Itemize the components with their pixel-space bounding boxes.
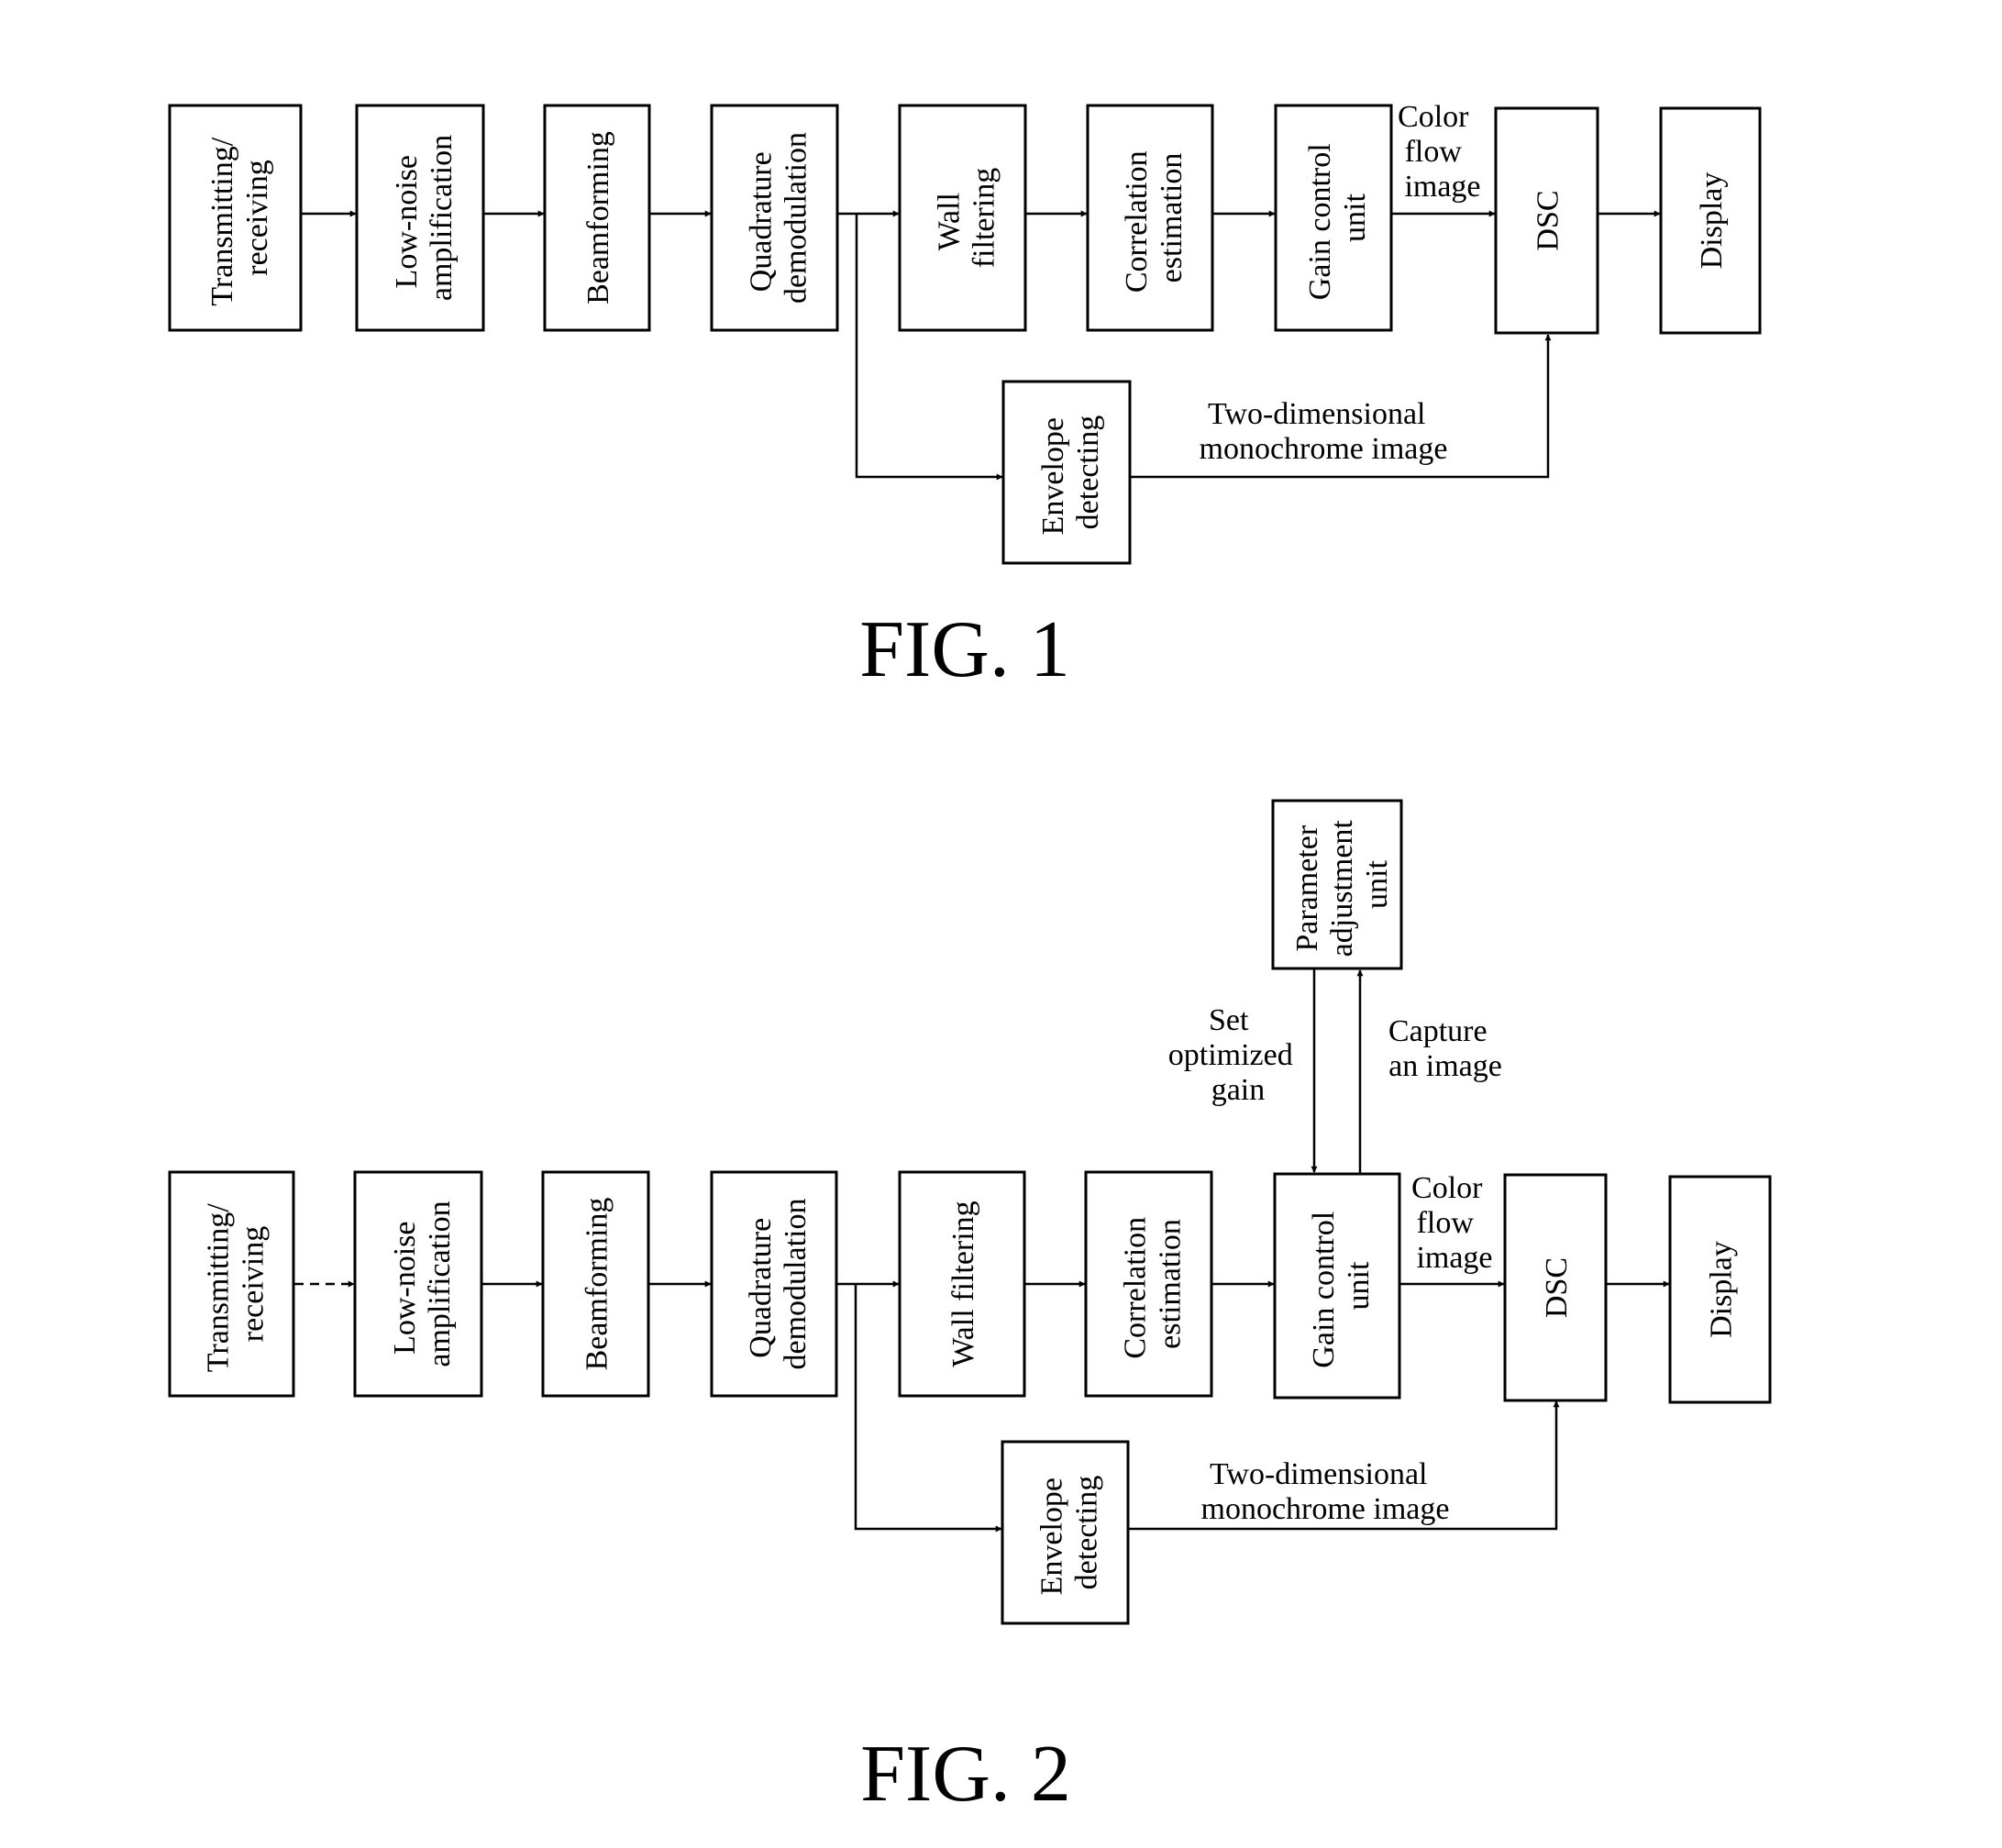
fig1-block-low-noise-amplification: Low-noise amplification [357, 105, 483, 330]
fig2-label-set-optimized-gain: Set optimized gain [1168, 1003, 1300, 1107]
svg-text:Quadrature demodulatio: Quadrature demodulation [744, 1199, 813, 1370]
fig2-block-parameter-adjustment-unit: Parameter adjustment unit [1273, 801, 1401, 968]
fig2-block-gain-control-unit: Gain control unit [1275, 1174, 1399, 1398]
figure-2: Transmitting/ receiving Low-noise amplif… [170, 801, 1770, 1819]
fig1-caption: FIG. 1 [859, 605, 1070, 694]
fig2-block-envelope-detecting: Envelope detecting [1002, 1442, 1128, 1623]
fig2-label-monochrome-image: Two-dimensional monochrome image [1201, 1457, 1450, 1526]
svg-text:Wall filtering: Wall filtering [946, 1201, 980, 1367]
svg-text:Envelope detecting: Envelope detecting [1036, 410, 1105, 536]
svg-text:DSC: DSC [1532, 190, 1565, 250]
svg-text:Quadrature demodulatio: Quadrature demodulation [745, 132, 813, 304]
svg-text:Beamforming: Beamforming [581, 1198, 614, 1371]
svg-text:Low-noise amplificatio: Low-noise amplification [390, 135, 459, 301]
fig1-label-color-flow-image: Color flow image [1398, 100, 1481, 204]
fig2-block-wall-filtering: Wall filtering [900, 1172, 1024, 1396]
svg-text:Low-noise amplificatio: Low-noise amplification [388, 1201, 457, 1367]
fig1-block-dsc: DSC [1496, 108, 1598, 333]
fig2-block-quadrature-demodulation: Quadrature demodulation [712, 1172, 836, 1396]
fig2-block-correlation-estimation: Correlation estimation [1086, 1172, 1211, 1396]
svg-text:Display: Display [1695, 172, 1729, 270]
fig2-caption: FIG. 2 [860, 1730, 1071, 1819]
fig1-block-quadrature-demodulation: Quadrature demodulation [712, 105, 837, 330]
fig1-label-monochrome-image: Two-dimensional monochrome image [1200, 397, 1448, 466]
fig2-block-display: Display [1670, 1177, 1770, 1402]
svg-text:Envelope detecting: Envelope detecting [1035, 1470, 1104, 1596]
svg-text:Correlation estimation: Correlation estimation [1119, 1209, 1188, 1358]
fig1-block-correlation-estimation: Correlation estimation [1088, 105, 1212, 330]
svg-text:Display: Display [1705, 1241, 1739, 1338]
svg-text:Correlation estimation: Correlation estimation [1120, 143, 1189, 293]
fig2-block-beamforming: Beamforming [543, 1172, 648, 1396]
fig2-block-low-noise-amplification: Low-noise amplification [355, 1172, 481, 1396]
svg-text:Beamforming: Beamforming [581, 131, 615, 304]
fig2-block-dsc: DSC [1505, 1175, 1606, 1400]
fig1-block-display: Display [1661, 108, 1760, 333]
fig1-block-envelope-detecting: Envelope detecting [1003, 382, 1130, 563]
fig1-block-wall-filtering: Wall filtering [900, 105, 1025, 330]
svg-text:DSC: DSC [1540, 1257, 1574, 1318]
fig2-label-color-flow-image: Color flow image [1411, 1171, 1493, 1275]
figure-1: Transmitting/ receiving Low-noise amplif… [170, 100, 1760, 694]
fig2-block-transmitting-receiving: Transmitting/ receiving [170, 1172, 293, 1396]
fig2-label-capture-an-image: Capture an image [1388, 1014, 1502, 1083]
fig1-block-gain-control-unit: Gain control unit [1276, 105, 1391, 330]
fig1-block-transmitting-receiving: Transmitting/ receiving [170, 105, 301, 330]
fig1-block-beamforming: Beamforming [545, 105, 649, 330]
